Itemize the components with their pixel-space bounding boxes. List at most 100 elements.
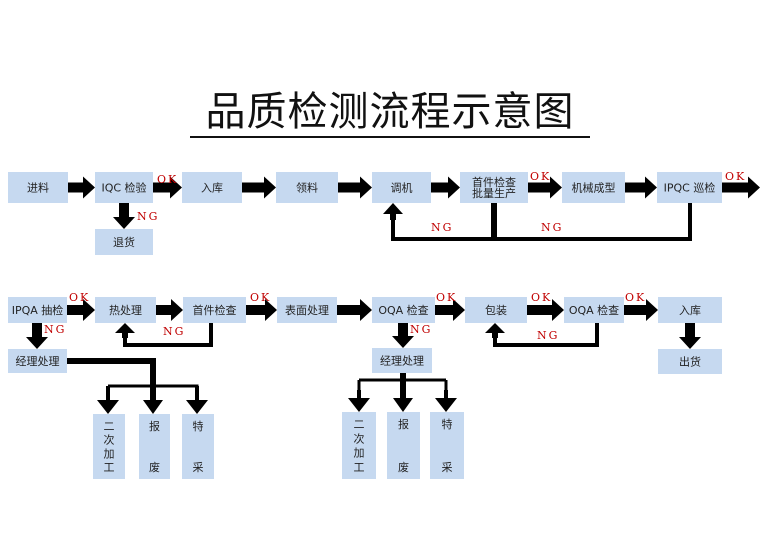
line-oqa2-ng-loop [493, 323, 599, 347]
disposition-box [93, 414, 125, 479]
node-mgr2 [372, 348, 432, 373]
node-mgr2-label: 经理处理 [380, 355, 424, 368]
arrow-oqa1-to-mgr2 [392, 323, 414, 348]
label-ng: NG [163, 325, 185, 338]
disposition-box-char: 特 [193, 419, 204, 433]
node-setup [372, 172, 431, 203]
arrow-first2-to-surface [246, 299, 277, 321]
disposition-box [430, 412, 464, 479]
node-pack-label: 包装 [485, 304, 507, 317]
node-oqa1-label: OQA 检查 [378, 303, 428, 317]
node-pick-label: 领料 [296, 181, 318, 195]
node-pack [465, 297, 527, 323]
node-return [95, 229, 153, 255]
node-first-label: 首件检查 [472, 175, 516, 189]
node-store1-label: 入库 [201, 182, 223, 195]
node-surface-label: 表面处理 [285, 303, 329, 317]
node-ipqc-label: IPQC 巡检 [664, 181, 716, 195]
node-iqc-label: IQC 检验 [101, 181, 146, 195]
arrow-to-scrap-2 [393, 378, 413, 412]
node-ship [658, 349, 722, 374]
node-first2 [183, 297, 246, 323]
arrow-ng-to-pack [485, 323, 505, 338]
label-ok: OK [250, 291, 271, 304]
node-first2-label: 首件检查 [193, 303, 237, 317]
arrow-ipqa-to-mgr1 [26, 323, 48, 349]
node-mgr1 [8, 349, 67, 373]
arrow-forming-to-ipqc [625, 176, 657, 199]
disposition-box-char: 采 [193, 461, 204, 474]
node-setup-label: 调机 [391, 181, 413, 195]
disposition-box [387, 412, 420, 479]
disposition-box-char: 采 [442, 461, 453, 474]
arrow-pick-to-setup [338, 176, 372, 199]
arrow-oqa1-to-pack [435, 299, 465, 321]
disposition-box-char: 二 [354, 418, 365, 431]
line-ipqc-ng-loop [391, 203, 692, 241]
node-forming-label: 机械成型 [572, 181, 616, 195]
label-ok: OK [69, 291, 90, 304]
disposition-box-char: 报 [398, 417, 409, 431]
arrow-ng-to-setup [383, 203, 403, 220]
arrow-first-to-forming [528, 176, 562, 199]
node-ship-label: 出货 [679, 355, 701, 369]
arrow-heat-to-first2 [156, 299, 183, 321]
disposition-box-char: 加 [104, 447, 115, 460]
diagram-title: 品质检测流程示意图 [190, 90, 590, 138]
label-ng: NG [541, 221, 563, 234]
arrow-to-scrap [143, 376, 163, 414]
node-ipqa [8, 297, 67, 323]
node-store1 [182, 172, 242, 203]
node-ipqa-label: IPQA 抽检 [12, 303, 64, 317]
disposition-box-char: 特 [442, 417, 453, 431]
node-first [460, 172, 528, 203]
label-ok: OK [725, 170, 746, 183]
disposition-box-char: 二 [104, 420, 115, 433]
label-ng: NG [431, 221, 453, 234]
arrow-oqa2-to-store2 [624, 299, 658, 321]
disposition-box-char: 废 [149, 460, 160, 474]
label-ng: NG [410, 323, 432, 336]
node-store2-label: 入库 [679, 304, 701, 317]
arrow-ipqa-to-heat [67, 299, 95, 321]
node-heat-label: 热处理 [109, 304, 142, 317]
disposition-box-char: 工 [104, 461, 115, 474]
node-iqc [95, 172, 153, 203]
arrow-surface-to-oqa1 [337, 299, 372, 321]
disposition-box-char: 次 [104, 433, 115, 447]
arrow-store-to-ship [679, 323, 701, 349]
disposition-box-char: 报 [149, 419, 160, 433]
label-ng: NG [537, 329, 559, 342]
arrow-ng-to-heat [115, 323, 135, 338]
line-first2-ng-loop [123, 323, 213, 347]
arrow-to-concession [186, 386, 208, 414]
disposition-box-char: 次 [354, 431, 365, 445]
node-surface [277, 297, 337, 323]
arrow-setup-to-first [431, 176, 460, 199]
node-store2 [658, 297, 722, 323]
label-ng: NG [137, 210, 159, 223]
arrow-pack-to-oqa2 [527, 299, 564, 321]
node-incoming [8, 172, 68, 203]
node-first-label: 批量生产 [472, 186, 516, 200]
node-forming [562, 172, 625, 203]
node-pick [276, 172, 338, 203]
node-mgr1-label: 经理处理 [16, 355, 60, 368]
arrow-iqc-to-return [113, 203, 135, 229]
disposition-box-char: 工 [354, 461, 365, 474]
arrow-to-rework-2 [348, 390, 370, 412]
label-ok: OK [531, 291, 552, 304]
arrow-to-concession-2 [435, 390, 457, 412]
node-oqa1 [372, 297, 435, 323]
arrow-incoming-to-iqc [68, 176, 95, 199]
label-ok: OK [436, 291, 457, 304]
disposition-box-char: 加 [354, 447, 365, 460]
line-mgr1-branch [67, 358, 156, 378]
arrow-to-rework [97, 386, 119, 414]
label-ng: NG [44, 323, 66, 336]
node-incoming-label: 进料 [27, 181, 49, 195]
label-ok: OK [530, 170, 551, 183]
arrow-iqc-to-store1 [153, 176, 182, 199]
disposition-box [342, 412, 376, 479]
